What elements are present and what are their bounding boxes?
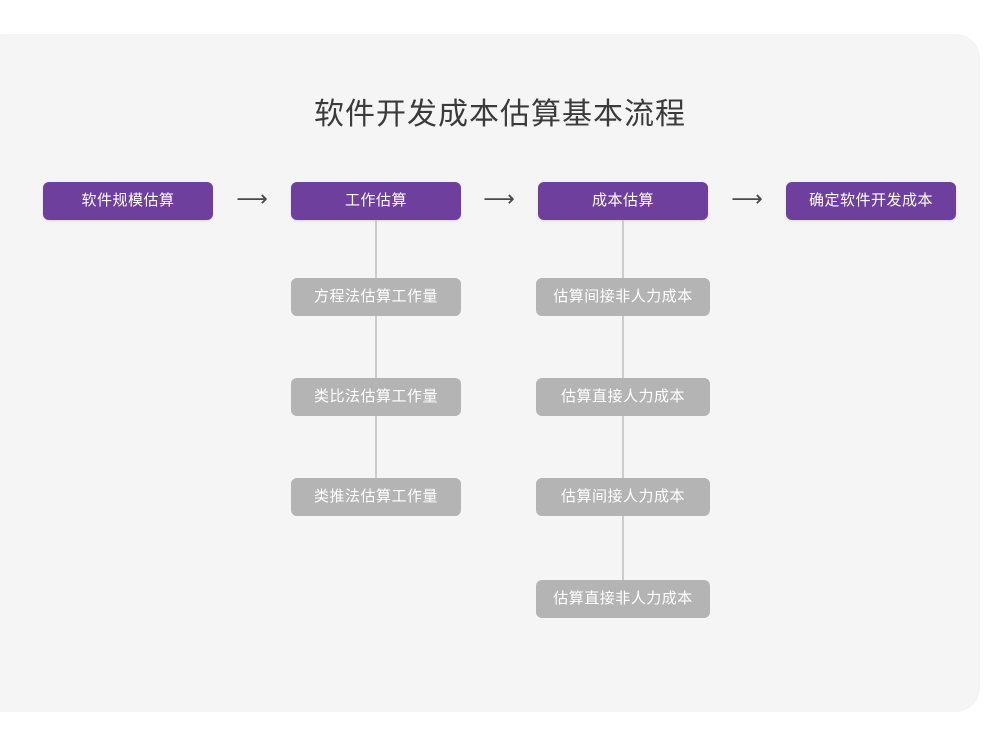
page-title: 软件开发成本估算基本流程 (314, 98, 686, 131)
stage-box-effort-estimation[interactable]: 工作估算 (291, 182, 461, 220)
arrow-right-icon: ⟶ (483, 187, 515, 212)
substep-effort-analogy-method[interactable]: 类比法估算工作量 (291, 378, 461, 416)
substep-cost-indirect-labor[interactable]: 估算间接人力成本 (536, 478, 710, 516)
substep-effort-equation-method[interactable]: 方程法估算工作量 (291, 278, 461, 316)
stage-box-software-size-estimation[interactable]: 软件规模估算 (43, 182, 213, 220)
substep-cost-direct-labor[interactable]: 估算直接人力成本 (536, 378, 710, 416)
arrow-right-icon: ⟶ (236, 187, 268, 212)
stage-box-cost-estimation[interactable]: 成本估算 (538, 182, 708, 220)
connector-line-effort (375, 220, 377, 497)
arrow-right-icon: ⟶ (731, 187, 763, 212)
stage-box-determine-development-cost[interactable]: 确定软件开发成本 (786, 182, 956, 220)
content-card (0, 34, 980, 712)
substep-cost-indirect-nonlabor[interactable]: 估算间接非人力成本 (536, 278, 710, 316)
substep-cost-direct-nonlabor[interactable]: 估算直接非人力成本 (536, 580, 710, 618)
substep-effort-inference-method[interactable]: 类推法估算工作量 (291, 478, 461, 516)
